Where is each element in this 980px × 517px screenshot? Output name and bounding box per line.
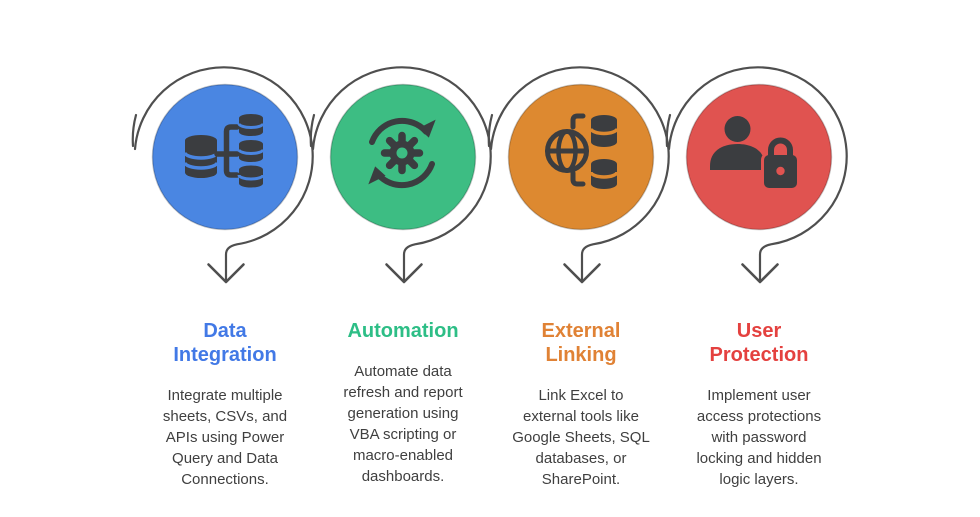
step-description: Integrate multiple sheets, CSVs, and API… xyxy=(162,387,288,488)
step-graphic xyxy=(665,66,848,284)
step-title: Automation xyxy=(347,320,459,342)
loop-outline xyxy=(133,66,314,283)
process-step-external-linking: External Linking Link Excel to external … xyxy=(487,63,670,490)
step-circle xyxy=(507,83,655,231)
down-arrow-icon xyxy=(741,263,779,284)
user-lock-icon xyxy=(710,116,800,191)
process-step-automation: Automation Automate data refresh and rep… xyxy=(309,63,492,487)
step-description: Implement user access protections with p… xyxy=(696,387,822,488)
loop-tail xyxy=(665,113,672,148)
loop-tail xyxy=(309,113,316,148)
step-title: Data Integration xyxy=(173,320,277,366)
step-graphic xyxy=(487,66,670,284)
step-graphic xyxy=(309,66,492,284)
process-step-data-integration: Data Integration Integrate multiple shee… xyxy=(131,63,314,490)
loop-outline xyxy=(667,66,848,283)
down-arrow-icon xyxy=(385,263,423,284)
globe-database-icon xyxy=(545,113,619,189)
loop-outline xyxy=(311,66,492,283)
step-title: External Linking xyxy=(541,320,621,366)
process-step-user-protection: User Protection Implement user access pr… xyxy=(665,63,848,490)
gear-sync-icon xyxy=(368,117,436,189)
loop-outline xyxy=(489,66,670,283)
down-arrow-icon xyxy=(563,263,601,284)
step-description: Link Excel to external tools like Google… xyxy=(512,387,650,488)
step-graphic xyxy=(131,66,314,284)
down-arrow-icon xyxy=(207,263,245,284)
loop-tail xyxy=(131,113,138,148)
step-title: User Protection xyxy=(709,320,809,366)
step-description: Automate data refresh and report generat… xyxy=(343,363,463,485)
database-branch-icon xyxy=(183,114,265,188)
loop-tail xyxy=(487,113,494,148)
